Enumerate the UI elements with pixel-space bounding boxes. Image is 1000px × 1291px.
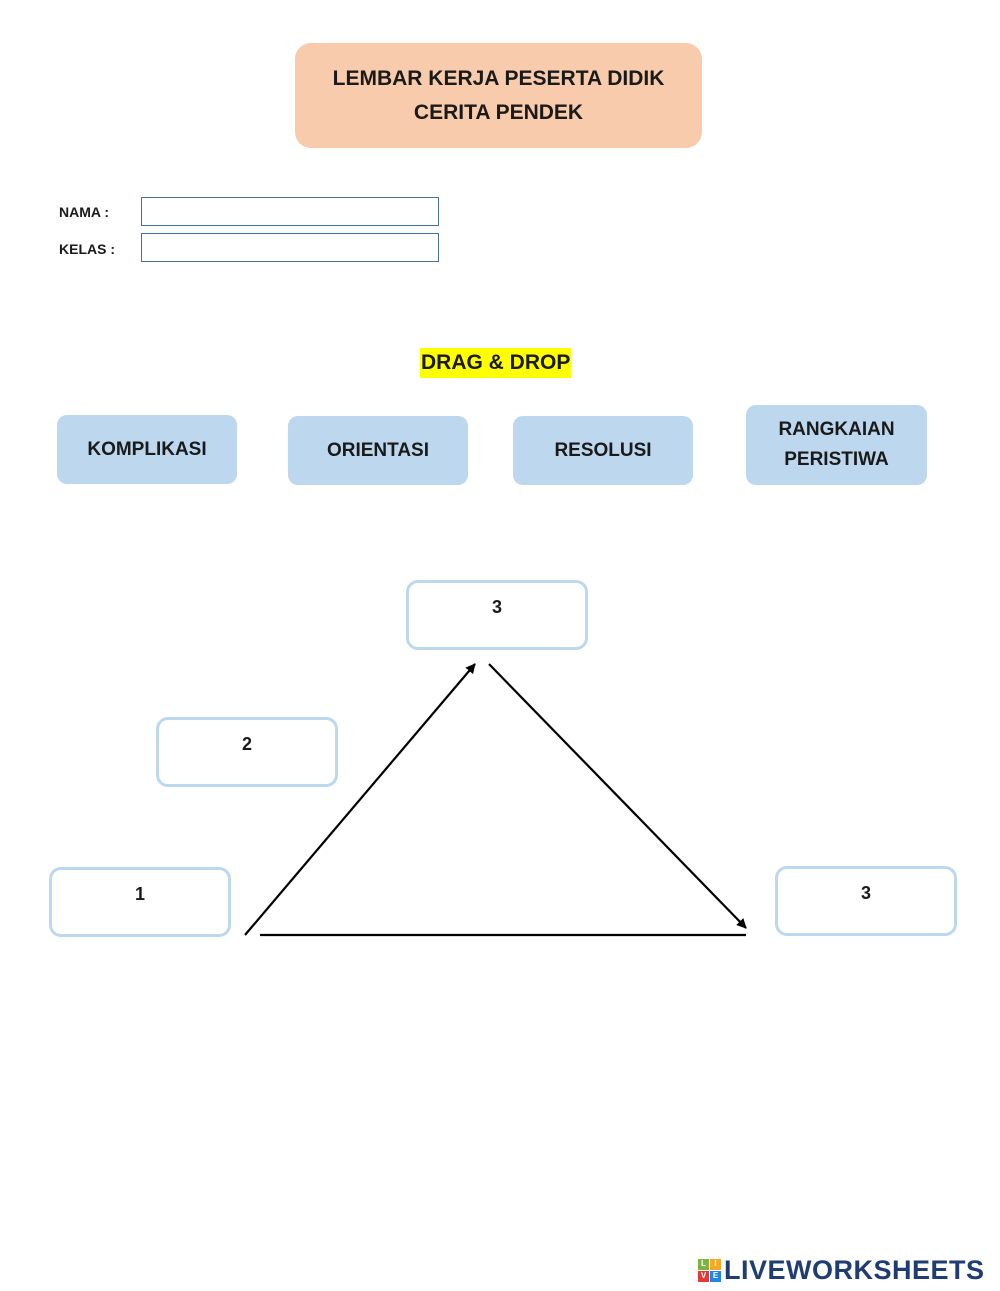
live-grid-icon: L I V E	[698, 1258, 721, 1282]
brand-name: LIVEWORKSHEETS	[724, 1254, 985, 1285]
logo-letter-i: I	[710, 1258, 721, 1270]
name-input[interactable]	[141, 197, 439, 226]
drop-zone-number: 3	[491, 597, 502, 617]
logo-letter-e: E	[710, 1270, 721, 1282]
drop-zone-number: 1	[134, 884, 145, 904]
logo-letter-v: V	[698, 1270, 709, 1282]
chip-rangkaian-peristiwa[interactable]: RANGKAIAN PERISTIWA	[746, 405, 927, 485]
chip-label-line-2: PERISTIWA	[784, 449, 889, 470]
drop-zone-mid-left[interactable]: 2	[156, 717, 338, 787]
drop-zone-top[interactable]: 3	[406, 580, 588, 650]
liveworksheets-logo: L I V E LIVEWORKSHEETS	[698, 1254, 985, 1286]
chip-label: RESOLUSI	[554, 439, 652, 461]
drop-zone-number: 3	[860, 883, 871, 903]
chip-label: ORIENTASI	[326, 439, 430, 461]
chip-resolusi[interactable]: RESOLUSI	[513, 416, 693, 485]
chip-label-line-1: RANGKAIAN	[778, 419, 895, 440]
title-line-1: LEMBAR KERJA PESERTA DIDIK	[332, 66, 665, 90]
falling-action-arrow	[488, 663, 747, 929]
drag-drop-heading: DRAG & DROP	[420, 348, 572, 378]
chip-orientasi[interactable]: ORIENTASI	[288, 416, 468, 485]
chip-label: KOMPLIKASI	[87, 438, 207, 460]
rising-action-arrow	[244, 663, 476, 936]
class-label: KELAS :	[59, 241, 115, 257]
chip-komplikasi[interactable]: KOMPLIKASI	[57, 415, 237, 484]
name-label: NAMA :	[59, 204, 110, 220]
logo-letter-l: L	[698, 1258, 709, 1270]
drop-zone-bottom-right[interactable]: 3	[775, 866, 957, 936]
drop-zone-number: 2	[241, 734, 252, 754]
title-line-2: CERITA PENDEK	[413, 100, 584, 124]
worksheet-title: LEMBAR KERJA PESERTA DIDIK CERITA PENDEK	[295, 43, 702, 148]
class-input[interactable]	[141, 233, 439, 262]
drop-zone-bottom-left[interactable]: 1	[49, 867, 231, 937]
